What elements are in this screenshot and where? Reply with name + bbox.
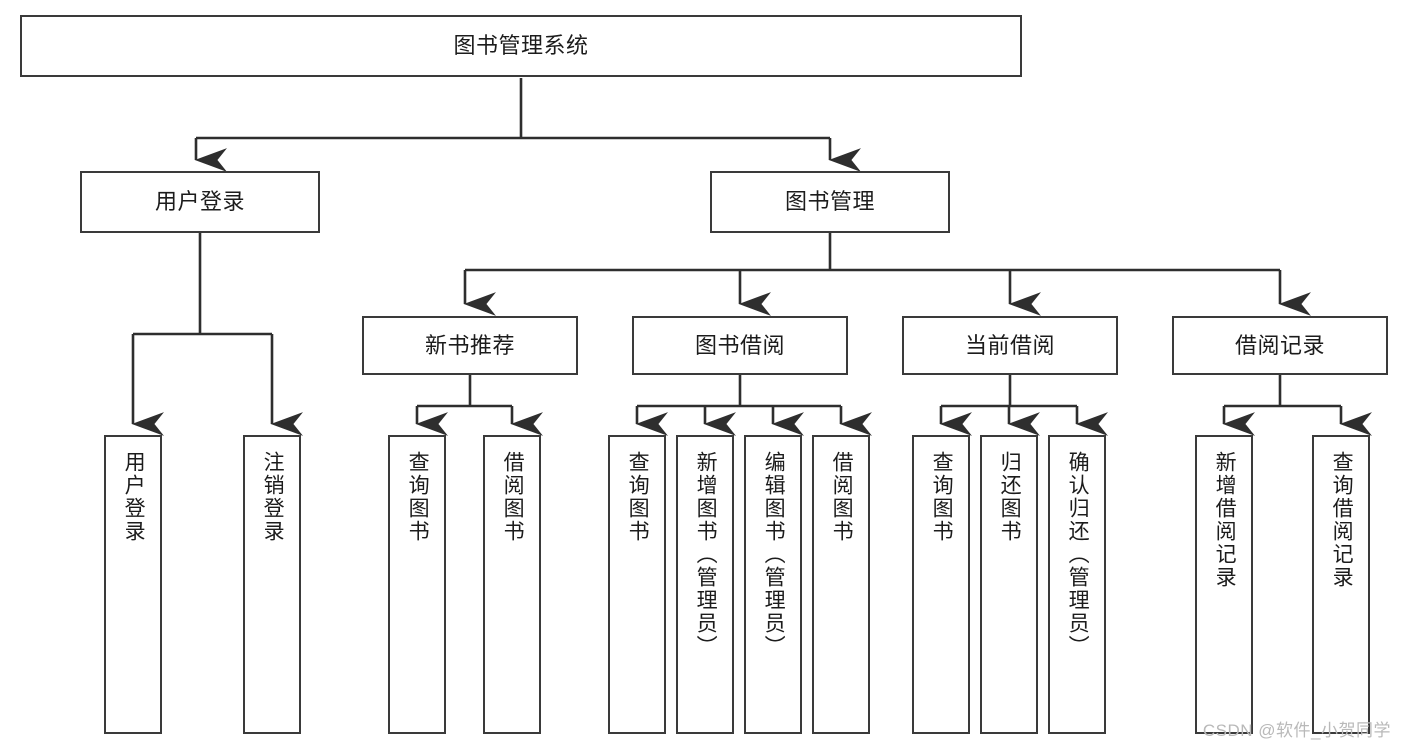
leaf-confirm-return-admin[interactable]: 确认归还（管理员） — [1048, 435, 1106, 734]
leaf-return-book[interactable]: 归还图书 — [980, 435, 1038, 734]
node-label: 新增借阅记录 — [1213, 451, 1237, 589]
node-label: 图书借阅 — [694, 332, 785, 358]
node-new-book-recommend[interactable]: 新书推荐 — [362, 316, 578, 375]
node-label: 用户登录 — [122, 451, 146, 543]
leaf-borrow-query-book[interactable]: 查询图书 — [608, 435, 666, 734]
node-label: 图书管理系统 — [453, 33, 589, 59]
csdn-watermark: CSDN @软件_小贺同学 — [1202, 721, 1391, 740]
node-label: 查询图书 — [406, 451, 430, 543]
node-label: 新书推荐 — [424, 332, 515, 358]
leaf-add-book-admin[interactable]: 新增图书（管理员） — [676, 435, 734, 734]
node-root-system[interactable]: 图书管理系统 — [20, 15, 1022, 77]
node-label: 注销登录 — [261, 451, 285, 543]
node-book-borrow[interactable]: 图书借阅 — [632, 316, 848, 375]
node-label: 用户登录 — [154, 189, 245, 215]
node-label: 图书管理 — [784, 189, 875, 215]
node-label: 查询借阅记录 — [1330, 451, 1354, 589]
node-label: 借阅记录 — [1234, 332, 1325, 358]
leaf-new-book-query[interactable]: 查询图书 — [388, 435, 446, 734]
leaf-add-borrow-record[interactable]: 新增借阅记录 — [1195, 435, 1253, 734]
node-book-manage[interactable]: 图书管理 — [710, 171, 950, 233]
node-label: 借阅图书 — [830, 451, 854, 543]
node-label: 查询图书 — [626, 451, 650, 543]
node-label: 新增图书（管理员） — [694, 451, 718, 658]
node-user-login[interactable]: 用户登录 — [80, 171, 320, 233]
node-label: 当前借阅 — [964, 332, 1055, 358]
node-label: 借阅图书 — [501, 451, 525, 543]
node-current-borrow[interactable]: 当前借阅 — [902, 316, 1118, 375]
leaf-query-borrow-record[interactable]: 查询借阅记录 — [1312, 435, 1370, 734]
node-label: 编辑图书（管理员） — [762, 451, 786, 658]
leaf-user-login[interactable]: 用户登录 — [104, 435, 162, 734]
leaf-borrow-book[interactable]: 借阅图书 — [812, 435, 870, 734]
node-label: 归还图书 — [998, 451, 1022, 543]
leaf-current-query-book[interactable]: 查询图书 — [912, 435, 970, 734]
leaf-new-book-borrow[interactable]: 借阅图书 — [483, 435, 541, 734]
node-label: 查询图书 — [930, 451, 954, 543]
node-label: 确认归还（管理员） — [1066, 451, 1090, 658]
leaf-edit-book-admin[interactable]: 编辑图书（管理员） — [744, 435, 802, 734]
node-borrow-record[interactable]: 借阅记录 — [1172, 316, 1388, 375]
leaf-logout[interactable]: 注销登录 — [243, 435, 301, 734]
